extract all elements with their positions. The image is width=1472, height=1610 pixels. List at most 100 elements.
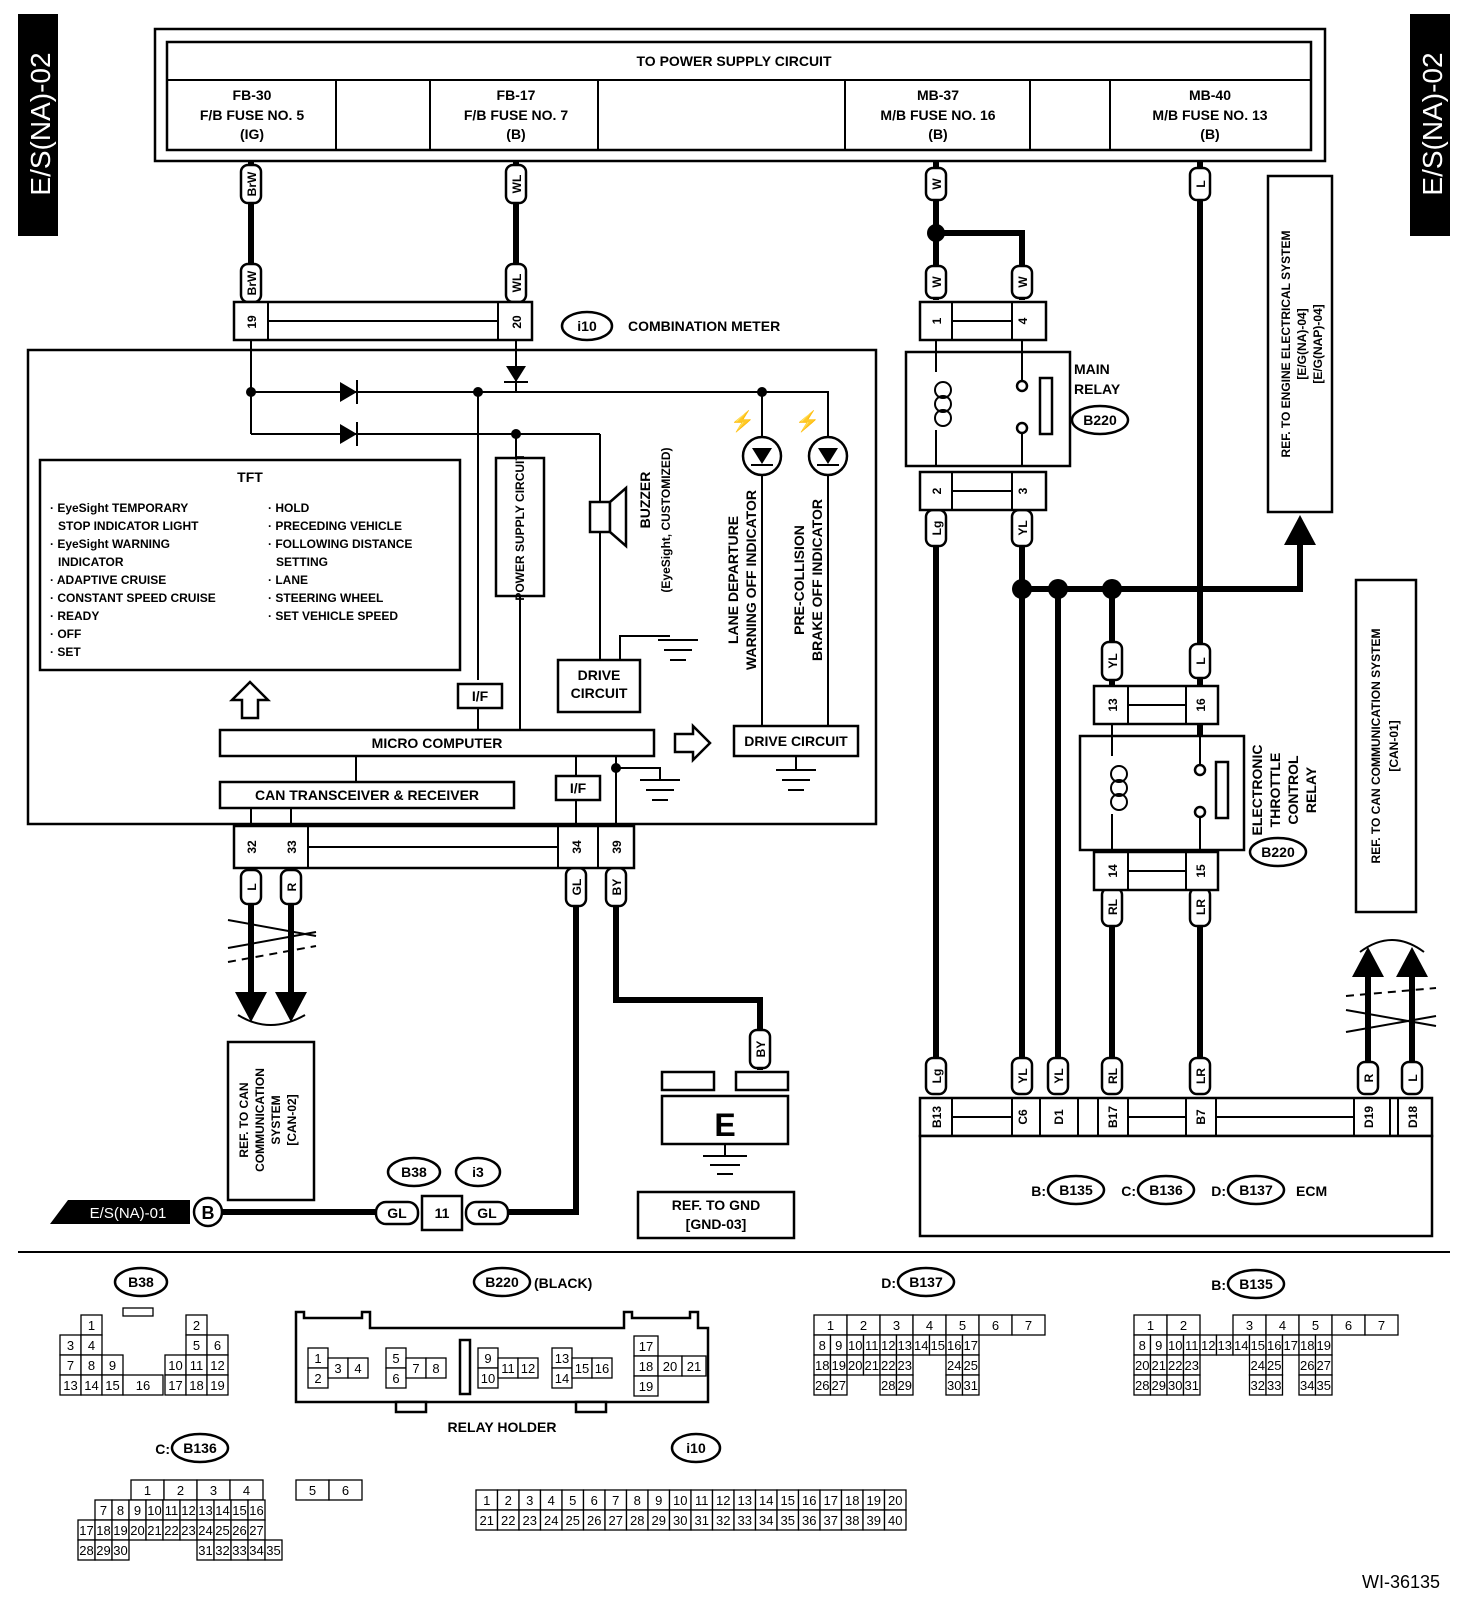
grid-b135-pin-label: 23 — [1185, 1358, 1199, 1373]
grid-b136-pin-label: 23 — [181, 1523, 195, 1538]
wire-yl: YL — [1016, 520, 1030, 535]
grid-b137-pin-label: 6 — [992, 1318, 999, 1333]
ground-icon-1 — [658, 639, 698, 661]
b220-pin-label: 18 — [639, 1359, 653, 1374]
grid-i10-pin-label: 40 — [888, 1513, 902, 1528]
grid-b135-cell — [1265, 1374, 1284, 1396]
grid-b137-pin-label: 7 — [1025, 1318, 1032, 1333]
grid-b137-pin-label: 14 — [914, 1338, 928, 1353]
b220-pin-label: 21 — [687, 1359, 701, 1374]
side-tab-right — [1410, 14, 1450, 236]
grid-b137-pin-label: 16 — [947, 1338, 961, 1353]
wire-yl-ecm-2: YL — [1052, 1068, 1066, 1083]
power-supply-circuit-label: POWER SUPPLY CIRCUIT — [513, 453, 527, 601]
wire-lr: LR — [1194, 899, 1208, 915]
grid-b38-pin-label: 17 — [168, 1378, 182, 1393]
b220-pin-label: 11 — [501, 1361, 515, 1376]
tft-item-l6: · READY — [50, 609, 99, 623]
pin-c6: C6 — [1016, 1109, 1030, 1125]
grid-b137-pin-label: 1 — [827, 1318, 834, 1333]
drive-circuit-1-line1: DRIVE — [578, 667, 621, 683]
b220-cell — [517, 1357, 539, 1379]
grid-b136-pin-label: 24 — [198, 1523, 212, 1538]
etc-relay: 13 16 ELECTRONIC THROTTLE CONTROL RELAY … — [1078, 684, 1319, 892]
wire-by-2: BY — [754, 1041, 768, 1058]
grid-i10-pin-label: 23 — [523, 1513, 537, 1528]
pin-1: 1 — [930, 317, 944, 324]
grid-b137-pin-label: 23 — [898, 1358, 912, 1373]
grid-b135-pin-label: 17 — [1284, 1338, 1298, 1353]
grid-b38-pin-label: 1 — [88, 1318, 95, 1333]
grid-i10-pin-label: 27 — [609, 1513, 623, 1528]
grid-b136-pin-label: 12 — [181, 1503, 195, 1518]
pin-3: 3 — [1016, 487, 1030, 494]
fuse-mb37-name: M/B FUSE NO. 16 — [880, 107, 995, 123]
grid-i10-pin-label: 13 — [738, 1493, 752, 1508]
grid-b135-pin-label: 12 — [1201, 1338, 1215, 1353]
grid-b135-pin-label: 31 — [1185, 1378, 1199, 1393]
pin-d18: D18 — [1406, 1106, 1420, 1128]
pin-d19: D19 — [1362, 1106, 1376, 1128]
inline-wire-gl-2: GL — [477, 1205, 497, 1221]
grid-b136-cell — [111, 1539, 130, 1561]
pin-14: 14 — [1106, 864, 1120, 878]
grid-i10-pin-label: 39 — [867, 1513, 881, 1528]
conn-b220-color: (BLACK) — [534, 1275, 592, 1291]
wire-r-can: R — [285, 882, 299, 891]
b220-pin-label: 4 — [354, 1361, 361, 1376]
grid-i10-pin-label: 31 — [695, 1513, 709, 1528]
fuse-fb30-name: F/B FUSE NO. 5 — [200, 107, 304, 123]
grid-b135-pin-label: 25 — [1267, 1358, 1281, 1373]
grid-b136-pin-label: 1 — [144, 1483, 151, 1498]
grid-b135-cell — [1364, 1314, 1399, 1336]
grid-b137-pin-label: 25 — [964, 1358, 978, 1373]
grid-b137-pin-label: 8 — [819, 1338, 826, 1353]
wire-l-can: L — [245, 883, 259, 890]
grid-i10-pin-label: 36 — [802, 1513, 816, 1528]
fuse-mb37-id: MB-37 — [917, 87, 959, 103]
tft-item-r3: SETTING — [276, 555, 328, 569]
b220-pin-label: 13 — [555, 1351, 569, 1366]
etc-relay-label-1: ELECTRONIC — [1249, 745, 1265, 836]
grid-b136-pin-label: 20 — [130, 1523, 144, 1538]
grid-b135-pin-label: 34 — [1300, 1378, 1314, 1393]
pin-20: 20 — [510, 315, 524, 329]
grid-b38-pin-label: 3 — [67, 1338, 74, 1353]
grid-b38-pin-label: 6 — [214, 1338, 221, 1353]
grid-i10-pin-label: 34 — [759, 1513, 773, 1528]
fuse-fb30-type: (IG) — [240, 126, 264, 142]
tft-item-l0: · EyeSight TEMPORARY — [50, 501, 188, 515]
ground-ref: REF. TO GND — [672, 1197, 760, 1213]
grid-b136-pin-label: 33 — [232, 1543, 246, 1558]
tft-item-l5: · CONSTANT SPEED CRUISE — [50, 591, 216, 605]
twisted-pair-right — [1345, 939, 1437, 1033]
grid-b136-pin-label: 10 — [147, 1503, 161, 1518]
main-relay-connector: B220 — [1083, 412, 1117, 428]
b220-cell — [591, 1357, 613, 1379]
tft-item-r4: · LANE — [268, 573, 308, 587]
fuse-fb30-id: FB-30 — [233, 87, 272, 103]
ground-code: [GND-03] — [686, 1216, 747, 1232]
wire-wl-top: WL — [510, 175, 524, 194]
grid-b135-pin-label: 26 — [1300, 1358, 1314, 1373]
conn-b135-prefix: B: — [1211, 1277, 1226, 1293]
grid-b135-pin-label: 10 — [1168, 1338, 1182, 1353]
pin-2: 2 — [930, 487, 944, 494]
wire-w-1: W — [930, 276, 944, 288]
grid-b136-pin-label: 32 — [215, 1543, 229, 1558]
etc-relay-label-2: THROTTLE — [1267, 753, 1283, 828]
grid-b136-pin-label: 29 — [96, 1543, 110, 1558]
light-arrow-1: ⚡ — [730, 409, 755, 433]
light-arrow-2: ⚡ — [795, 409, 820, 433]
grid-i10-pin-label: 37 — [824, 1513, 838, 1528]
grid-b137-pin-label: 19 — [832, 1358, 846, 1373]
relay-holder-label: RELAY HOLDER — [448, 1419, 557, 1435]
grid-b135-pin-label: 9 — [1155, 1338, 1162, 1353]
tft-title: TFT — [237, 469, 263, 485]
pin-39: 39 — [610, 840, 624, 854]
twisted-pair-left — [227, 919, 317, 1026]
grid-i10-pin-label: 16 — [802, 1493, 816, 1508]
grid-b38-pin-label: 14 — [84, 1378, 98, 1393]
grid-b135-pin-label: 6 — [1345, 1318, 1352, 1333]
grid-b38-pin-label: 12 — [210, 1358, 224, 1373]
